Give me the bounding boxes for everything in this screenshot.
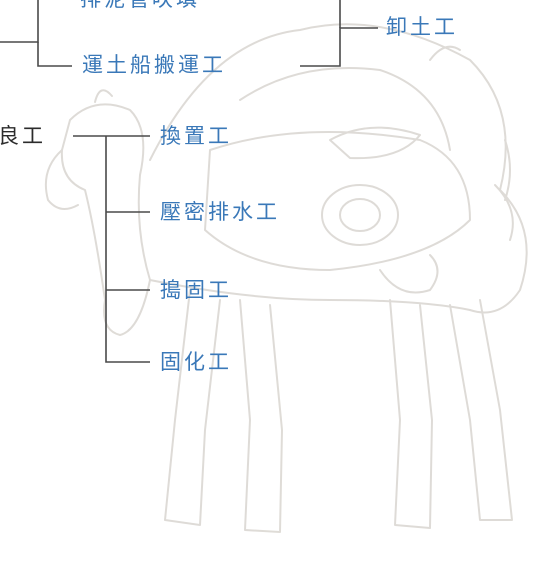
branch-label-2: 壓密排水工 <box>160 200 280 224</box>
branch-label-3: 搗固工 <box>160 278 232 302</box>
label-top-right: 卸土工 <box>386 15 458 39</box>
branch-label-1: 換置工 <box>160 124 232 148</box>
connector-to-top-right <box>300 27 378 67</box>
connector-to-upper-mid <box>37 42 72 67</box>
connector-top-left <box>0 0 39 43</box>
branch-label-4: 固化工 <box>160 350 232 374</box>
label-top-left: 排泥管吹填 <box>80 0 200 12</box>
connector-trunk <box>105 136 150 363</box>
label-upper-mid: 運土船搬運工 <box>82 53 226 77</box>
label-left: 改良工 <box>0 124 46 148</box>
